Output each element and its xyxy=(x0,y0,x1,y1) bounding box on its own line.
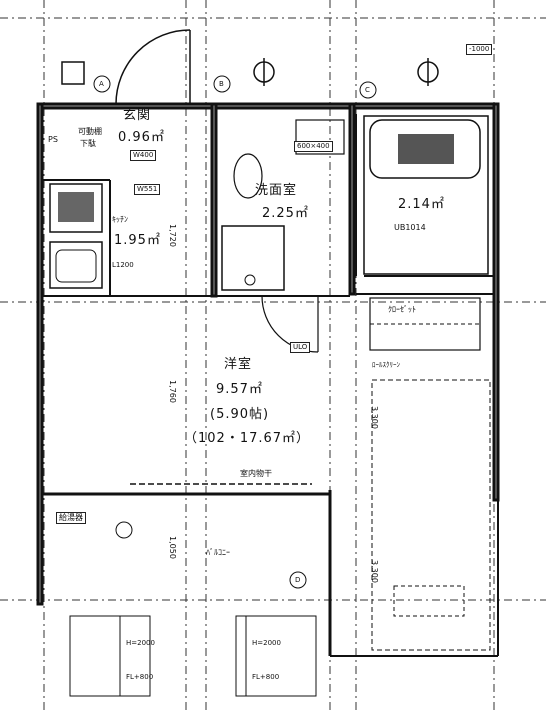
dim-1720: 1,720 xyxy=(168,224,177,247)
dim-1050: 1,050 xyxy=(168,536,177,559)
stove xyxy=(49,183,103,233)
rail-label-4: FL+800 xyxy=(252,673,280,681)
bath-size: UB1014 xyxy=(394,223,426,232)
kitchen-area: 1.95㎡ xyxy=(114,233,161,248)
genkan-label: 玄関 xyxy=(123,108,152,123)
w551-label: W551 xyxy=(134,184,161,195)
symbol-c: C xyxy=(365,86,370,94)
toilet xyxy=(233,153,263,199)
bath-area: 2.14㎡ xyxy=(398,197,445,212)
stove-burners xyxy=(58,192,94,222)
symbol-a: A xyxy=(99,80,104,88)
yoshitsu-area: 9.57㎡ xyxy=(216,382,263,397)
symbol-b: B xyxy=(219,80,224,88)
roll-screen-label: ﾛｰﾙｽｸﾘｰﾝ xyxy=(372,361,400,369)
rail-label-3: FL+800 xyxy=(126,673,154,681)
yoshitsu-label: 洋室 xyxy=(224,357,253,372)
basin-size-label: 600×400 xyxy=(294,141,333,152)
bed-area xyxy=(371,379,491,651)
unit-bath xyxy=(363,115,489,275)
rail-label-1: H=2000 xyxy=(126,639,155,647)
kitchen-sink xyxy=(49,241,103,289)
symbol-circles xyxy=(93,75,377,589)
symbol-d: D xyxy=(295,576,301,584)
dim-3300-lower: 3,300 xyxy=(370,560,379,583)
w400-label: W400 xyxy=(130,150,157,161)
senmen-area: 2.25㎡ xyxy=(262,206,309,221)
senmen-label: 洗面室 xyxy=(255,183,298,198)
drain xyxy=(244,274,256,286)
closet-label: ｸﾛｰｾﾞｯﾄ xyxy=(388,305,416,314)
dim-1760: 1,760 xyxy=(168,380,177,403)
balcony-label: ﾊﾞﾙｺﾆｰ xyxy=(206,548,230,557)
walls xyxy=(36,102,500,657)
ps-label: PS xyxy=(48,135,58,144)
shoe-box-label-1: 可動棚 xyxy=(78,127,102,136)
genkan-area: 0.96㎡ xyxy=(118,130,165,145)
rail-label-2: H=2000 xyxy=(252,639,281,647)
dim-3300: 3,300 xyxy=(370,406,379,429)
indoor-dryer-label: 室内物干 xyxy=(240,469,272,478)
entrance-door xyxy=(115,29,191,105)
bathtub xyxy=(369,119,481,179)
tub-inner xyxy=(398,134,454,164)
l1200-label: L1200 xyxy=(112,261,134,269)
outlet-symbols xyxy=(61,58,439,86)
wall-mark-label: -1000 xyxy=(466,44,493,55)
yoshitsu-total: （102・17.67㎡） xyxy=(184,431,311,446)
washer-pan xyxy=(221,225,285,291)
sink-basin xyxy=(55,249,97,283)
ulo-label: ULO xyxy=(290,342,311,353)
desk-area xyxy=(393,585,465,617)
shoe-box-label-2: 下駄 xyxy=(80,139,96,148)
balcony-rails xyxy=(69,615,317,697)
yoshitsu-jo: (5.90帖) xyxy=(210,407,270,422)
water-heater-label: 給湯器 xyxy=(56,512,86,524)
washbasin xyxy=(295,119,345,155)
kitchen-label: ｷｯﾁﾝ xyxy=(112,215,128,224)
